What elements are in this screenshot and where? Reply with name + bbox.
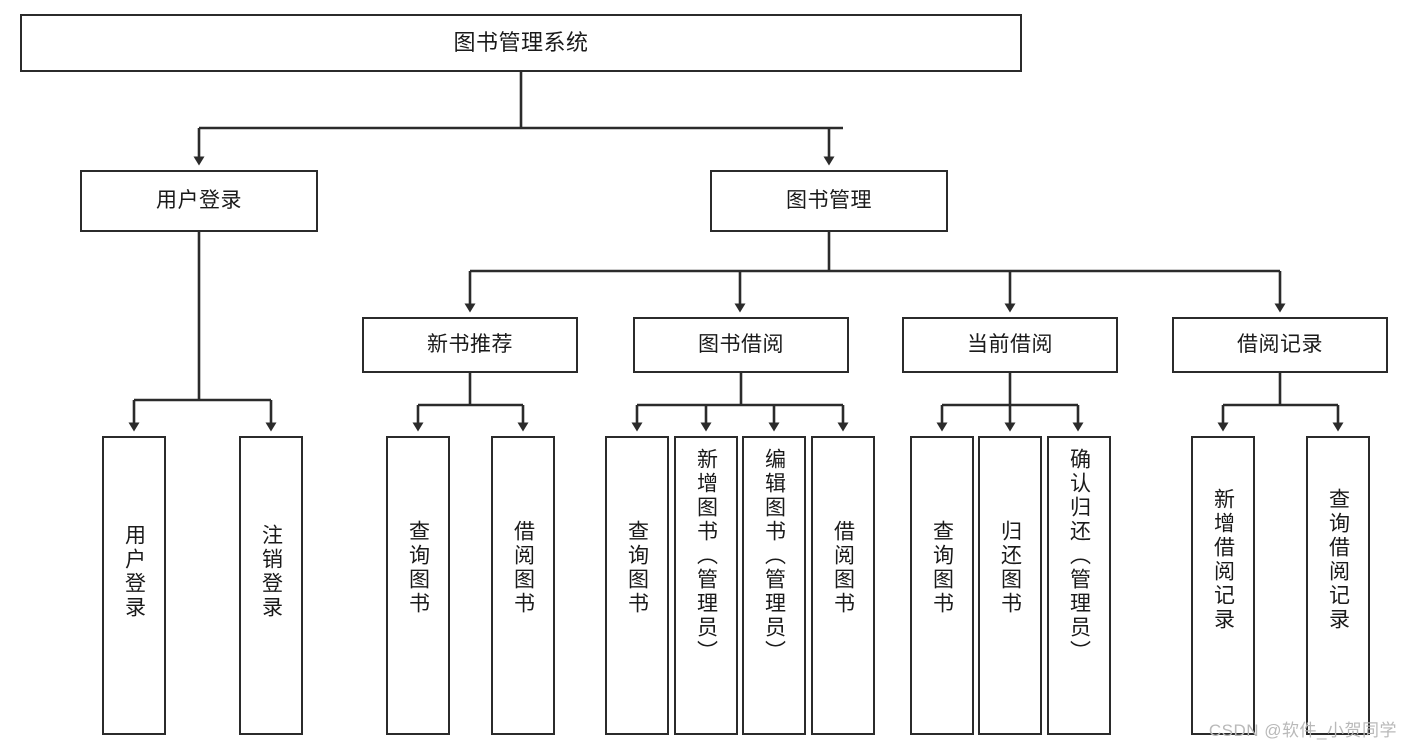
node-label: 用户登录 <box>156 189 242 213</box>
leaf-borrow-book[interactable]: 借阅图书 <box>811 436 875 735</box>
node-label: 图书管理 <box>786 189 872 213</box>
node-label: 查询图书 <box>406 520 430 616</box>
node-label: 新增图书（管理员） <box>694 448 718 664</box>
node-label: 图书管理系统 <box>453 29 589 55</box>
node-label: 查询图书 <box>930 520 954 616</box>
node-label: 借阅记录 <box>1237 333 1323 357</box>
leaf-return-book[interactable]: 归还图书 <box>978 436 1042 735</box>
leaf-user-login[interactable]: 用户登录 <box>102 436 166 735</box>
node-label: 查询图书 <box>625 520 649 616</box>
node-label: 编辑图书（管理员） <box>762 448 786 664</box>
leaf-add-book-admin[interactable]: 新增图书（管理员） <box>674 436 738 735</box>
leaf-query-book-recommend[interactable]: 查询图书 <box>386 436 450 735</box>
leaf-query-book-current[interactable]: 查询图书 <box>910 436 974 735</box>
node-label: 新书推荐 <box>427 333 513 357</box>
leaf-query-book-borrow[interactable]: 查询图书 <box>605 436 669 735</box>
node-label: 归还图书 <box>998 520 1022 616</box>
node-label: 注销登录 <box>259 524 283 620</box>
node-label: 确认归还（管理员） <box>1067 448 1091 664</box>
leaf-confirm-return-admin[interactable]: 确认归还（管理员） <box>1047 436 1111 735</box>
node-current-borrow[interactable]: 当前借阅 <box>902 317 1118 373</box>
node-borrow-record[interactable]: 借阅记录 <box>1172 317 1388 373</box>
leaf-add-borrow-record[interactable]: 新增借阅记录 <box>1191 436 1255 735</box>
leaf-edit-book-admin[interactable]: 编辑图书（管理员） <box>742 436 806 735</box>
node-new-book-recommend[interactable]: 新书推荐 <box>362 317 578 373</box>
node-book-management[interactable]: 图书管理 <box>710 170 948 232</box>
node-label: 用户登录 <box>122 524 146 620</box>
csdn-watermark: CSDN @软件_小贺同学 <box>1208 721 1397 740</box>
node-book-borrow[interactable]: 图书借阅 <box>633 317 849 373</box>
leaf-query-borrow-record[interactable]: 查询借阅记录 <box>1306 436 1370 735</box>
node-user-login[interactable]: 用户登录 <box>80 170 318 232</box>
leaf-borrow-book-recommend[interactable]: 借阅图书 <box>491 436 555 735</box>
node-label: 图书借阅 <box>698 333 784 357</box>
leaf-logout[interactable]: 注销登录 <box>239 436 303 735</box>
node-label: 借阅图书 <box>511 520 535 616</box>
node-label: 当前借阅 <box>967 333 1053 357</box>
node-label: 查询借阅记录 <box>1326 488 1350 632</box>
node-label: 新增借阅记录 <box>1211 488 1235 632</box>
node-label: 借阅图书 <box>831 520 855 616</box>
node-book-management-system[interactable]: 图书管理系统 <box>20 14 1022 72</box>
